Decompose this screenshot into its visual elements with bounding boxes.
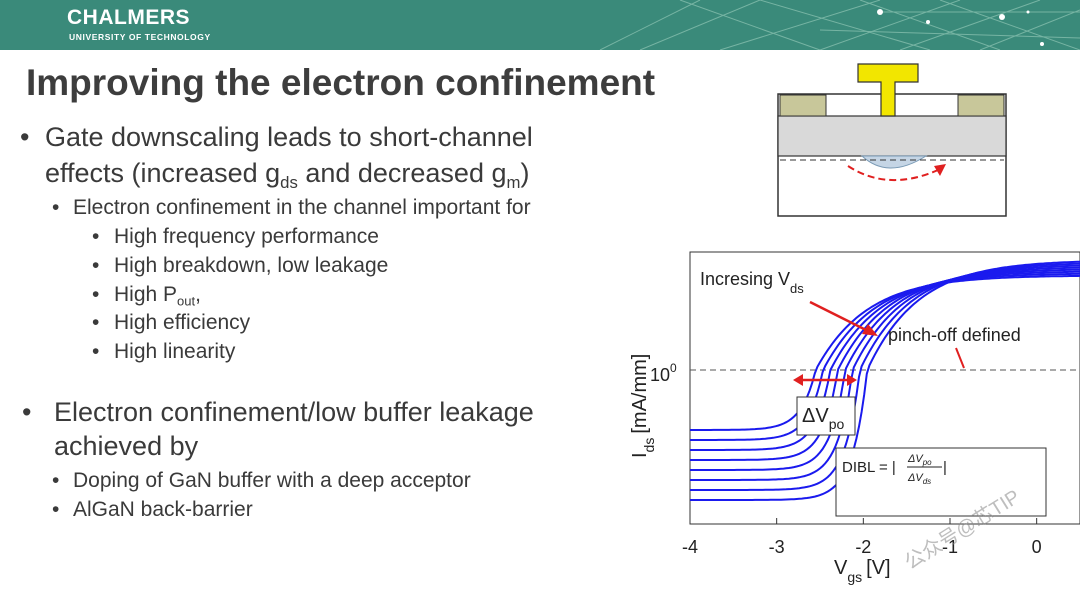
transfer-curve-4 bbox=[690, 268, 1080, 461]
bullet-dot: • bbox=[92, 340, 100, 363]
hemt-cross-section-diagram bbox=[777, 63, 1007, 217]
x-tick-label: 0 bbox=[1032, 537, 1042, 557]
delta-vpo-arrowhead-left-icon bbox=[793, 374, 803, 386]
leakage-arrow-icon bbox=[847, 165, 939, 181]
increasing-vds-arrowhead-icon bbox=[862, 324, 878, 336]
transfer-curve-1 bbox=[690, 274, 1080, 431]
bullet-text: achieved by bbox=[54, 431, 199, 461]
dibl-numerator: ΔVpo bbox=[907, 453, 932, 467]
bullet-dot: • bbox=[92, 283, 100, 306]
delta-vpo-label: ΔVpo bbox=[802, 405, 844, 432]
logo-subtitle: UNIVERSITY OF TECHNOLOGY bbox=[69, 32, 211, 42]
transfer-curve-7 bbox=[690, 262, 1080, 491]
drain-contact bbox=[957, 94, 1005, 117]
increasing-vds-arrow bbox=[809, 300, 871, 334]
delta-vpo-arrowhead-right-icon bbox=[847, 374, 857, 386]
dibl-denominator: ΔVds bbox=[907, 472, 931, 486]
bullet-dot: • bbox=[20, 122, 30, 152]
x-tick-label: -1 bbox=[942, 537, 958, 557]
transfer-curve-3 bbox=[690, 270, 1080, 451]
bullet-dot: • bbox=[52, 469, 60, 492]
x-tick-label: -3 bbox=[769, 537, 785, 557]
depletion-region bbox=[860, 155, 928, 169]
slide-title: Improving the electron confinement bbox=[26, 62, 656, 103]
header-bar: CHALMERS UNIVERSITY OF TECHNOLOGY bbox=[0, 0, 1080, 50]
gate-electrode bbox=[857, 63, 919, 117]
curve-group bbox=[690, 260, 1080, 501]
pinchoff-pointer bbox=[955, 347, 965, 369]
bullet-text: AlGaN back-barrier bbox=[73, 498, 253, 521]
bullet-text: Electron confinement in the channel impo… bbox=[73, 196, 531, 219]
bullet-text: High frequency performance bbox=[114, 225, 379, 248]
bullet-text: High Pout, bbox=[114, 283, 201, 309]
transfer-curve-6 bbox=[690, 264, 1080, 481]
x-tick-label: -4 bbox=[682, 537, 698, 557]
bullet-text: High efficiency bbox=[114, 311, 251, 334]
dibl-formula: DIBL = | bbox=[842, 459, 896, 476]
x-tick-label: -2 bbox=[855, 537, 871, 557]
svg-text:Ids[mA/mm]: Ids[mA/mm] bbox=[629, 354, 657, 458]
dibl-closing-bar: | bbox=[943, 459, 947, 476]
pinchoff-label: pinch-off defined bbox=[888, 325, 1021, 345]
transfer-curve-8 bbox=[690, 260, 1080, 501]
logo-name: CHALMERS bbox=[67, 6, 190, 29]
delta-vpo-box bbox=[796, 396, 856, 436]
bullet-text: Doping of GaN buffer with a deep accepto… bbox=[73, 469, 471, 492]
y-axis-label: Ids[mA/mm] bbox=[629, 354, 657, 458]
transfer-curve-chart: -4 -3 -2 -1 0 100 Ids[mA/mm] Vgs[V] Incresin… bbox=[629, 251, 1080, 585]
x-tick-group: -4 -3 -2 -1 0 bbox=[682, 518, 1042, 557]
bullet-text: effects (increased gds and decreased gm) bbox=[45, 158, 530, 192]
bullet-text: High linearity bbox=[114, 340, 236, 363]
bullet-dot: • bbox=[92, 225, 100, 248]
bullet-dot: • bbox=[52, 196, 60, 219]
y-tick-label: 100 bbox=[650, 361, 677, 385]
transfer-curve-2 bbox=[690, 272, 1080, 441]
dibl-box bbox=[835, 447, 1047, 517]
bullet-dot: • bbox=[22, 397, 32, 427]
header-pattern bbox=[599, 0, 1080, 50]
bullet-text: Gate downscaling leads to short-channel bbox=[45, 122, 533, 152]
bullet-text: High breakdown, low leakage bbox=[114, 254, 389, 277]
increasing-vds-label: Incresing Vds bbox=[700, 269, 804, 296]
transfer-curve-5 bbox=[690, 266, 1080, 471]
x-axis-label: Vgs[V] bbox=[834, 557, 891, 585]
bullet-dot: • bbox=[52, 498, 60, 521]
leakage-arrowhead-icon bbox=[934, 164, 946, 176]
bullet-dot: • bbox=[92, 311, 100, 334]
bullet-dot: • bbox=[92, 254, 100, 277]
barrier-layer bbox=[777, 115, 1007, 157]
bullet-text: Electron confinement/low buffer leakage bbox=[54, 397, 534, 427]
source-contact bbox=[779, 94, 827, 117]
